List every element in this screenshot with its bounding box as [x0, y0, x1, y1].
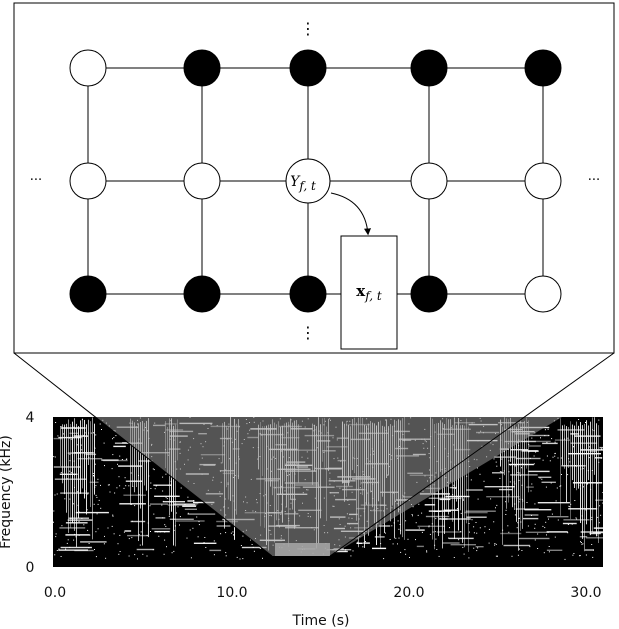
node-white-r2-c4	[524, 275, 562, 313]
ellipsis-bottom: ⋮	[300, 323, 316, 342]
x-tick-30: 30.0	[570, 585, 601, 601]
ellipsis-top: ⋮	[300, 19, 316, 38]
grid-nodes	[69, 49, 562, 313]
node-black-r0-c1	[183, 49, 221, 87]
node-white-r0-c0	[69, 49, 107, 87]
node-white-r1-c4	[524, 162, 562, 200]
svg-text:xf, t: xf, t	[356, 282, 382, 303]
y-tick-bottom: 0	[26, 560, 35, 576]
center-node: Yf, t	[285, 158, 331, 204]
ellipsis-left: ···	[30, 173, 42, 188]
ellipsis-right: ···	[588, 173, 600, 188]
node-black-r0-c2	[289, 49, 327, 87]
node-black-r0-c3	[410, 49, 448, 87]
node-black-r2-c2	[289, 275, 327, 313]
observation-box	[340, 235, 398, 350]
zoom-funnel	[95, 417, 562, 556]
y-tick-top: 4	[26, 410, 35, 426]
node-white-r1-c3	[410, 162, 448, 200]
node-black-r2-c0	[69, 275, 107, 313]
svg-text:Yf, t: Yf, t	[290, 174, 316, 193]
center-node-subscript: f, t	[298, 179, 316, 193]
zoom-line-left	[13, 352, 273, 557]
x-axis-label: Time (s)	[292, 613, 350, 629]
x-tick-0: 0.0	[44, 585, 66, 601]
zoom-line-right	[329, 352, 615, 557]
node-white-r1-c0	[69, 162, 107, 200]
x-tick-20: 20.0	[393, 585, 424, 601]
node-black-r2-c3	[410, 275, 448, 313]
x-tick-10: 10.0	[216, 585, 247, 601]
observation-subscript: f, t	[364, 289, 382, 303]
node-white-r1-c1	[183, 162, 221, 200]
y-axis-label: Frequency (kHz)	[0, 435, 14, 549]
observation-label: x	[356, 282, 366, 300]
center-node-label: Y	[290, 174, 301, 190]
dependency-arrow	[330, 192, 371, 236]
node-black-r0-c4	[524, 49, 562, 87]
node-black-r2-c1	[183, 275, 221, 313]
